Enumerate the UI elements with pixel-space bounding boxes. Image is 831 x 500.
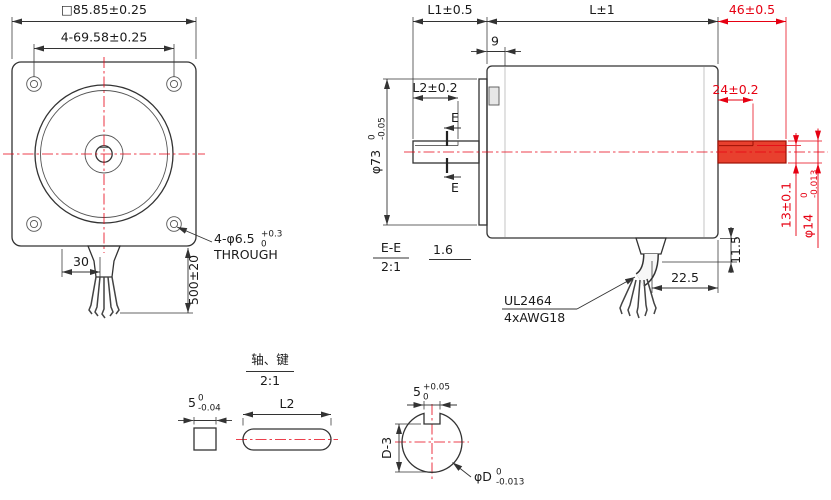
- detail-views: 轴、键 2:1 5 0 -0.04 L2: [178, 352, 524, 488]
- detail-title-text: 轴、键: [251, 352, 289, 367]
- cable-spec-note: UL2464 4xAWG18: [502, 276, 636, 325]
- key-stadium: [242, 428, 332, 451]
- surface-roughness-note: 1.6: [429, 242, 471, 260]
- shaft-dia-tol-lower: -0.013: [810, 170, 820, 198]
- shaft-cross-section: 5 +0.05 0 D-3 φD 0 -0.013: [379, 383, 524, 488]
- cable-elbow-fill: [636, 253, 658, 286]
- flange-detail: [488, 86, 500, 106]
- section-mark-bottom: E: [451, 180, 459, 195]
- key-width-main: 5: [188, 395, 196, 410]
- flat-width-main: 5: [413, 384, 421, 399]
- cable-boot-side: [635, 237, 667, 255]
- dim-lead-length: 500±20: [120, 248, 201, 314]
- front-view: □85.85±0.25 4-69.58±0.25 30 500±20 4-φ6.…: [3, 2, 282, 319]
- dim-text-flat-height: 13±0.1: [779, 182, 794, 228]
- shaft-section-circle: [401, 412, 463, 473]
- body-dia-tol-upper: 0: [368, 134, 378, 140]
- detail-shaft-dia-main: φD: [474, 469, 492, 484]
- detail-shaft-dia-tol-upper: 0: [496, 468, 502, 478]
- dim-l1: L1±0.5: [412, 2, 488, 139]
- key-length-text: L2: [280, 396, 295, 411]
- dim-text-cable-y: 11.5: [728, 236, 743, 264]
- key-plan-view: L2: [236, 396, 338, 451]
- flat-width-tol-lower: 0: [423, 393, 429, 403]
- dim-text-l1: L1±0.5: [427, 2, 472, 17]
- hole-note-tol-upper: +0.3: [261, 230, 282, 240]
- dim-cable-y: 11.5: [662, 227, 743, 273]
- dim-rear-shaft-length: 46±0.5: [718, 2, 787, 139]
- lead-wires-side: [619, 278, 657, 319]
- note-mounting-holes: 4-φ6.5 +0.3 0 THROUGH: [176, 226, 282, 262]
- key-section-square: [193, 427, 217, 451]
- section-label: E-E: [381, 240, 401, 255]
- dim-l: L±1: [487, 2, 719, 64]
- dim-l2: L2±0.2: [412, 80, 459, 139]
- section-view-label: E-E 2:1: [373, 240, 409, 274]
- dim-hole-pitch: 4-69.58±0.25: [33, 30, 175, 77]
- dim-text-rear-shaft: 46±0.5: [729, 2, 775, 17]
- dim-rear-flat-length: 24±0.2: [712, 82, 759, 140]
- cable-spec-line2: 4xAWG18: [504, 310, 565, 325]
- dim-text-outer-square: □85.85±0.25: [61, 2, 147, 17]
- body-dia-tol-lower: -0.05: [378, 117, 388, 140]
- section-mark-top: E: [451, 110, 459, 125]
- dim-text-body-dia: φ73: [368, 150, 383, 174]
- dim-text-pilot: 9: [491, 34, 499, 49]
- dim-shaft-diameter: φ14 0 -0.013: [788, 128, 822, 248]
- detail-scale-text: 2:1: [260, 373, 280, 388]
- key-width-tol-lower: -0.04: [198, 404, 221, 414]
- cable-spec-line1: UL2464: [504, 293, 552, 308]
- hole-note-through: THROUGH: [213, 247, 278, 262]
- dim-text-rear-flat: 24±0.2: [712, 82, 758, 97]
- dim-cable-x: 22.5: [651, 240, 719, 293]
- dim-text-lead-length: 500±20: [186, 255, 201, 305]
- roughness-value: 1.6: [433, 242, 453, 257]
- dim-text-l: L±1: [589, 2, 614, 17]
- lead-wires-front: [88, 276, 120, 319]
- detail-title: 轴、键 2:1: [246, 352, 294, 388]
- section-scale: 2:1: [381, 259, 401, 274]
- dim-text-depth: D-3: [379, 437, 394, 459]
- dim-text-shaft-dia: φ14: [801, 214, 816, 238]
- section-cut-marks: E E: [444, 110, 461, 195]
- shaft-dia-tol-upper: 0: [800, 192, 810, 198]
- dim-outer-square: □85.85±0.25: [11, 2, 197, 59]
- hole-note-tol-lower: 0: [261, 240, 267, 250]
- side-view: L1±0.5 L±1 46±0.5 9 L2±0.2: [368, 2, 828, 325]
- dim-text-l2: L2±0.2: [412, 80, 457, 95]
- dim-body-diameter: φ73 0 -0.05: [368, 78, 477, 226]
- dim-pilot-depth: 9: [471, 34, 521, 66]
- flat-width-tol-upper: +0.05: [423, 383, 450, 393]
- hole-note-main: 4-φ6.5: [214, 231, 255, 246]
- key-cross-section: 5 0 -0.04: [178, 394, 232, 451]
- detail-shaft-dia-tol-lower: -0.013: [496, 478, 524, 488]
- dim-flat-height: 13±0.1: [757, 133, 801, 236]
- dim-text-cable-offset: 30: [73, 254, 89, 269]
- dim-text-hole-pitch: 4-69.58±0.25: [61, 30, 148, 45]
- key-width-tol-upper: 0: [198, 394, 204, 404]
- dim-cable-offset: 30: [61, 249, 101, 277]
- dim-text-cable-x: 22.5: [671, 270, 699, 285]
